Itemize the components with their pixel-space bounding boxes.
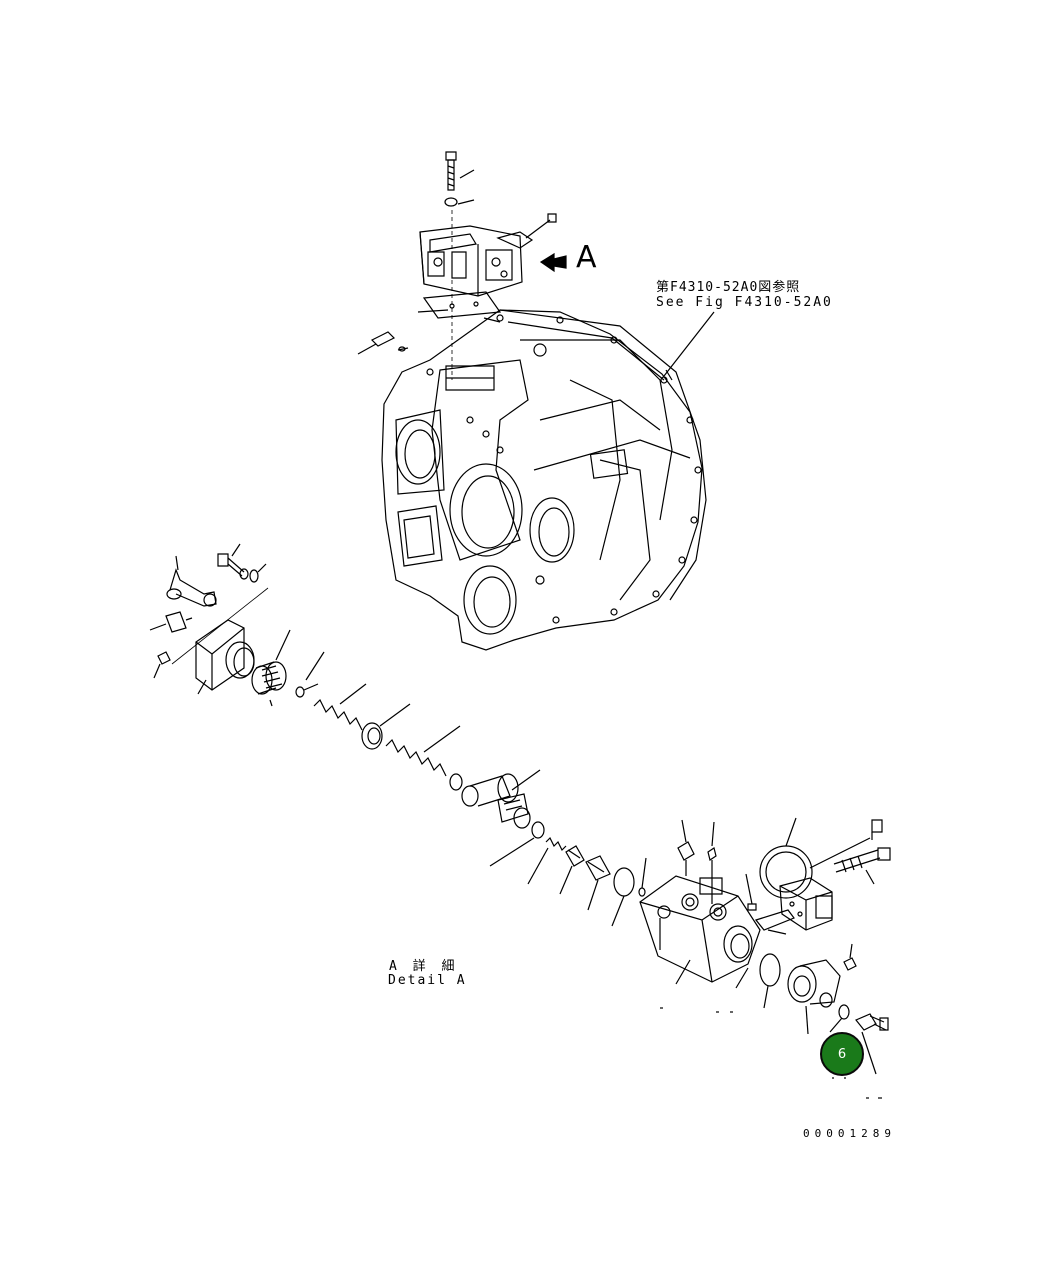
end-cover-fitting — [844, 944, 856, 970]
retainer-ring — [362, 704, 410, 749]
callout-number: 6 — [837, 1046, 847, 1062]
detail-label-jp: A 詳 細 — [389, 959, 459, 974]
detail-small-bolt — [746, 874, 756, 910]
end-cover — [788, 960, 840, 1034]
drawing-number: 00001289 — [803, 1127, 896, 1140]
view-marker: A — [576, 240, 597, 275]
detail-gasket-small — [756, 910, 794, 934]
end-bolt — [856, 1014, 888, 1074]
end-washer — [830, 1005, 849, 1032]
small-spring — [528, 838, 566, 884]
highlighted-callout-badge[interactable]: 6 — [820, 1032, 864, 1076]
valve-body-left — [196, 620, 254, 694]
reference-note-en: See Fig F4310-52A0 — [656, 295, 833, 310]
reference-note-jp: 第F4310-52A0図参照 — [656, 280, 801, 295]
elbow-fitting — [358, 332, 408, 354]
reference-leader — [664, 312, 714, 380]
spool-cap — [252, 630, 290, 706]
transmission-housing — [382, 310, 706, 650]
detail-pin — [639, 858, 646, 896]
inner-spring — [314, 684, 366, 730]
o-ring-medium — [612, 868, 634, 926]
plug-nut-2 — [586, 856, 610, 910]
view-a-arrow — [541, 254, 566, 271]
top-bolt — [446, 152, 474, 190]
top-washer — [445, 198, 474, 206]
plug — [154, 652, 170, 678]
detail-fitting-1 — [678, 820, 694, 876]
top-valve-block — [420, 214, 556, 296]
solenoid-bolt — [834, 848, 890, 884]
detail-label-en: Detail A — [388, 973, 467, 988]
outer-spring — [386, 726, 460, 776]
o-ring-large — [760, 954, 780, 1008]
detail-valve-body — [640, 876, 760, 988]
left-bolt — [218, 544, 248, 579]
o-ring-small — [490, 822, 544, 866]
solenoid — [760, 818, 882, 930]
left-washer — [250, 564, 266, 582]
spool — [462, 770, 540, 828]
small-pin — [296, 652, 324, 697]
connector — [150, 612, 192, 632]
collar — [450, 774, 462, 790]
detail-fitting-2 — [708, 822, 716, 904]
detail-ticks — [660, 1008, 882, 1098]
tube-fitting — [167, 556, 216, 606]
plug-nut-1 — [560, 846, 584, 894]
top-gasket — [418, 292, 500, 322]
